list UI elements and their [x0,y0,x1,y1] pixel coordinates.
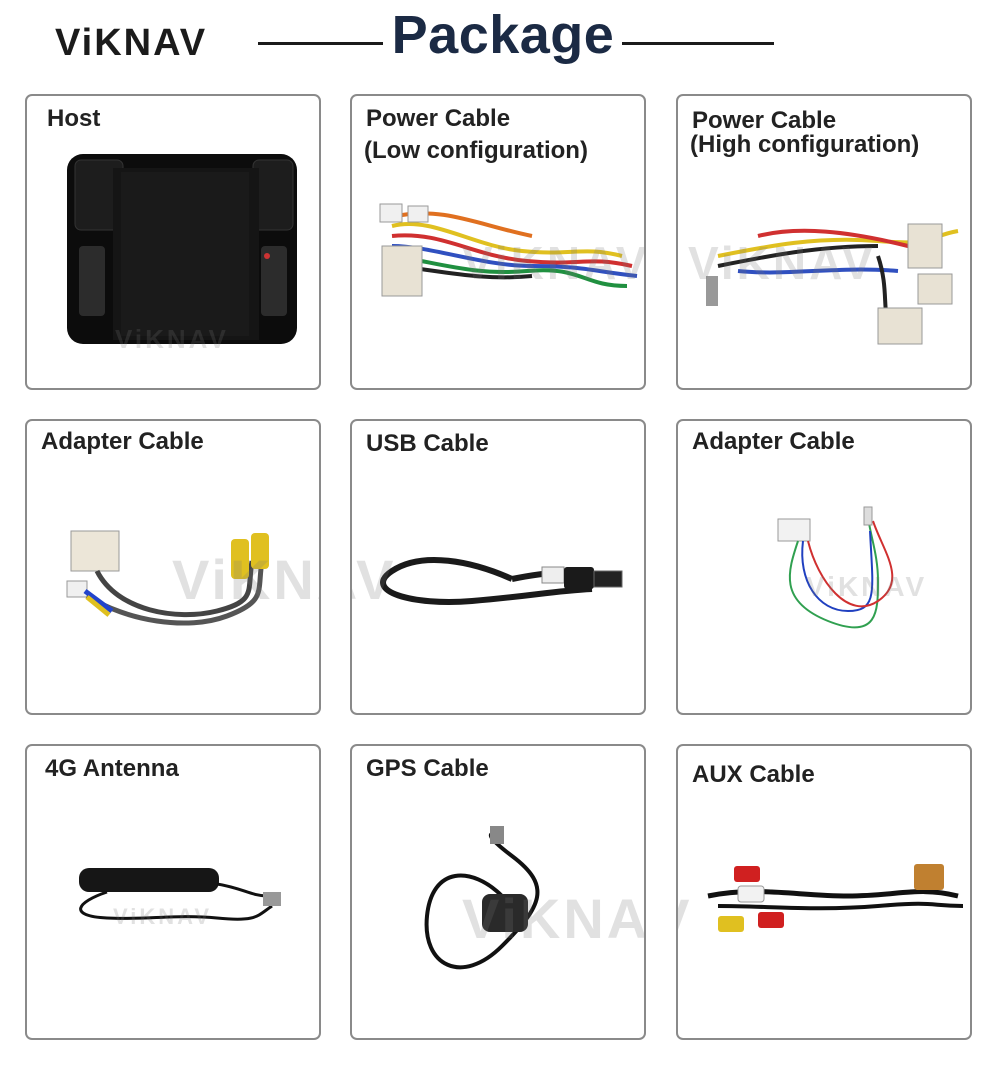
card-label: USB Cable [366,430,489,457]
package-card-adapter-cable-1: Adapter Cable ViKNAV [25,419,321,715]
package-card-gps-cable: GPS Cable ViKNAV [350,744,646,1040]
aux-cable-image [707,864,964,932]
4g-antenna-image [79,868,281,921]
card-label: Host [47,105,101,132]
card-sublabel: (Low configuration) [364,137,588,164]
watermark: ViKNAV [462,237,646,289]
card-label: 4G Antenna [45,755,179,782]
header: ViKNAV Package [0,0,1000,90]
card-sublabel: (High configuration) [690,131,920,158]
package-card-aux-cable: AUX Cable ViKNAV [676,744,972,1040]
brand-logo: ViKNAV [55,22,207,65]
package-card-usb-cable: USB Cable ViKNAV [350,419,646,715]
page-title: Package [391,5,615,65]
adapter-cable-rca-image [66,530,269,626]
watermark: ViKNAV [678,886,692,951]
power-cable-high-image [706,223,959,345]
adapter-cable-wires-image [777,506,894,629]
card-label: AUX Cable [692,761,815,788]
watermark: ViKNAV [688,237,876,289]
card-label: Power Cable [692,107,837,134]
title-divider-left [258,42,383,45]
power-cable-low-image [379,203,638,297]
usb-cable-image [380,557,623,605]
card-label: Adapter Cable [41,428,204,455]
watermark: ViKNAV [113,904,213,929]
card-label: Adapter Cable [692,428,855,455]
watermark: ViKNAV [172,548,319,611]
package-card-adapter-cable-2: Adapter Cable ViKNAV [676,419,972,715]
package-card-power-cable-low: Power Cable (Low configuration) ViKNAV [350,94,646,390]
package-card-power-cable-high: Power Cable (High configuration) ViKNAV [676,94,972,390]
card-label: GPS Cable [366,755,489,782]
watermark: ViKNAV [806,571,928,602]
package-card-4g-antenna: 4G Antenna ViKNAV [25,744,321,1040]
brand-logo-text: ViKNAV [55,22,208,64]
host-unit-image [67,154,297,344]
gps-cable-image [424,826,540,970]
package-card-host: Host ViKNAV [25,94,321,390]
watermark: ViKNAV [462,887,646,950]
watermark: ViKNAV [352,548,397,611]
card-label: Power Cable [366,105,511,132]
title-divider-right [622,42,774,45]
watermark: ViKNAV [115,324,229,354]
